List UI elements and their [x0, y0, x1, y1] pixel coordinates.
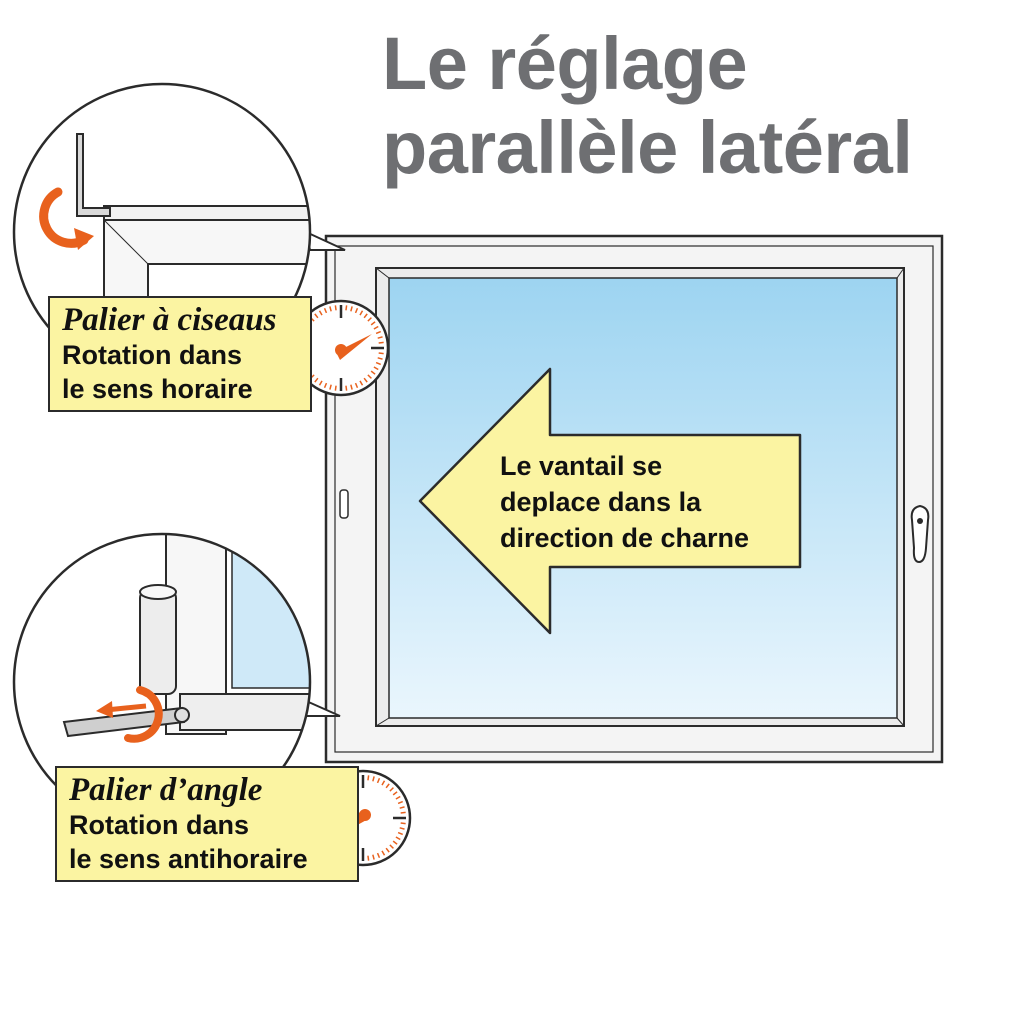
- dial-tick: [385, 783, 390, 789]
- dial-tick: [345, 305, 348, 311]
- dial-tick: [329, 306, 332, 312]
- dial-tick: [400, 822, 406, 825]
- dial-tick: [376, 777, 381, 784]
- dial-tick: [363, 377, 368, 383]
- direction-arrow-icon: [418, 367, 802, 635]
- window-handle-icon: [910, 504, 930, 564]
- dial-tick: [377, 357, 383, 360]
- dial-tick: [323, 307, 328, 314]
- arrow-label-line: direction de charne: [500, 523, 750, 553]
- arrow-label: Le vantail se deplace dans la direction …: [500, 448, 800, 556]
- dial-tick: [389, 844, 394, 849]
- rotate-counterclockwise-icon: [124, 686, 163, 743]
- callout-scissor-bearing: Palier à ciseaus Rotation dans le sens h…: [48, 296, 312, 412]
- arrow-label-line: Le vantail se: [500, 451, 663, 481]
- dial-tick: [350, 306, 353, 312]
- callout-line: le sens antihoraire: [69, 844, 308, 874]
- callout-corner-bearing: Palier d’angle Rotation dans le sens ant…: [55, 766, 359, 882]
- dial-tick: [345, 385, 348, 391]
- dial-tick: [367, 317, 372, 322]
- dial-tick: [370, 321, 376, 326]
- callout-line: le sens horaire: [62, 374, 253, 404]
- dial-tick: [375, 361, 382, 366]
- dial-tick: [395, 795, 401, 800]
- dial-tick: [350, 384, 353, 390]
- dial-tick: [314, 377, 319, 383]
- dial-tick: [367, 775, 370, 781]
- dial-tick: [367, 855, 370, 861]
- dial-tick: [318, 380, 323, 386]
- dial-tick: [334, 305, 337, 311]
- dial-tick: [377, 336, 383, 339]
- dial-tick: [329, 384, 332, 390]
- dial-tick: [334, 385, 337, 391]
- dial-tick: [397, 800, 404, 805]
- dial-tick: [389, 787, 394, 792]
- dial-tick: [354, 307, 359, 314]
- arrow-label-line: deplace dans la: [500, 487, 702, 517]
- callout-heading: Palier d’angle: [69, 772, 263, 808]
- dial-tick: [323, 382, 328, 389]
- dial-tick: [359, 380, 364, 386]
- dial-tick: [373, 366, 379, 371]
- dial-tick: [399, 827, 405, 830]
- dial-tick: [385, 847, 390, 853]
- callout-line: Rotation dans: [69, 810, 249, 840]
- dial-tick: [373, 325, 379, 330]
- dial-tick: [370, 370, 376, 375]
- callout-heading: Palier à ciseaus: [62, 302, 277, 338]
- dial-tick: [375, 330, 382, 335]
- dial-tick: [397, 831, 404, 836]
- dial-tick: [392, 840, 398, 845]
- dial-tick: [392, 791, 398, 796]
- dial-tick: [372, 854, 375, 860]
- dial-tick: [354, 382, 359, 389]
- callout-line: Rotation dans: [62, 340, 242, 370]
- dial-tick: [314, 313, 319, 319]
- dial-tick: [359, 310, 364, 316]
- dial-tick: [372, 776, 375, 782]
- allen-key-icon: [76, 133, 111, 217]
- diagram-title: Le réglage parallèle latéral: [382, 22, 913, 190]
- title-line-1: Le réglage: [382, 22, 748, 105]
- rotate-clockwise-icon: [39, 187, 89, 248]
- dial-tick: [399, 806, 405, 809]
- hinge-icon: [62, 584, 190, 738]
- dial-tick: [381, 780, 386, 786]
- dial-tick: [378, 341, 384, 344]
- title-line-2: parallèle latéral: [382, 106, 913, 189]
- dial-tick: [376, 852, 381, 859]
- dial-tick: [378, 352, 384, 355]
- dial-tick: [318, 310, 323, 316]
- dial-tick: [395, 836, 401, 841]
- dial-tick: [367, 374, 372, 379]
- dial-tick: [363, 313, 368, 319]
- dial-tick: [400, 811, 406, 814]
- dial-tick: [381, 850, 386, 856]
